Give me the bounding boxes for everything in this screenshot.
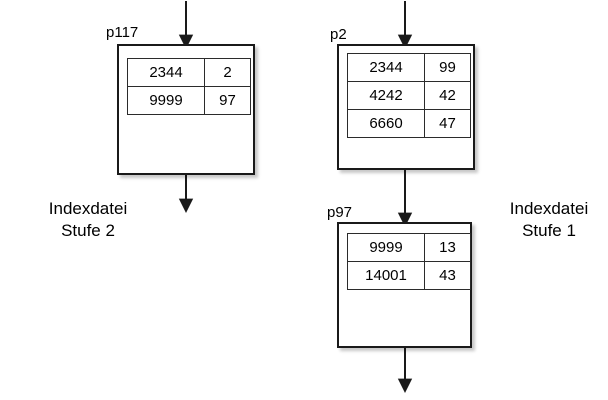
entry-table-p97: 9999 13 14001 43 — [347, 233, 471, 290]
caption-right: Indexdatei Stufe 1 — [490, 198, 608, 242]
entry-key: 6660 — [347, 109, 425, 138]
entry-value: 99 — [424, 53, 471, 82]
caption-right-line1: Indexdatei — [509, 199, 589, 218]
caption-left-line1: Indexdatei — [48, 199, 128, 218]
entry-value: 42 — [424, 81, 471, 110]
caption-left: Indexdatei Stufe 2 — [18, 198, 158, 242]
entry-key: 2344 — [347, 53, 425, 82]
entry-key: 14001 — [347, 261, 425, 290]
entry-value: 97 — [204, 86, 251, 115]
entry-value: 43 — [424, 261, 471, 290]
node-label-p2: p2 — [330, 26, 347, 43]
entry-key: 9999 — [127, 86, 205, 115]
table-row: 6660 47 — [347, 109, 471, 138]
entry-value: 13 — [424, 233, 471, 262]
entry-table-p117: 2344 2 9999 97 — [127, 58, 251, 115]
node-label-p97: p97 — [327, 204, 353, 221]
table-row: 14001 43 — [347, 261, 471, 290]
table-row: 2344 99 — [347, 53, 471, 82]
entry-table-p2: 2344 99 4242 42 6660 47 — [347, 53, 471, 138]
entry-value: 47 — [424, 109, 471, 138]
entry-key: 4242 — [347, 81, 425, 110]
table-row: 9999 97 — [127, 86, 251, 115]
entry-key: 2344 — [127, 58, 205, 87]
table-row: 2344 2 — [127, 58, 251, 87]
caption-right-line2: Stufe 1 — [522, 221, 576, 240]
node-label-p117: p117 — [106, 24, 139, 41]
entry-value: 2 — [204, 58, 251, 87]
table-row: 9999 13 — [347, 233, 471, 262]
entry-key: 9999 — [347, 233, 425, 262]
table-row: 4242 42 — [347, 81, 471, 110]
caption-left-line2: Stufe 2 — [61, 221, 115, 240]
